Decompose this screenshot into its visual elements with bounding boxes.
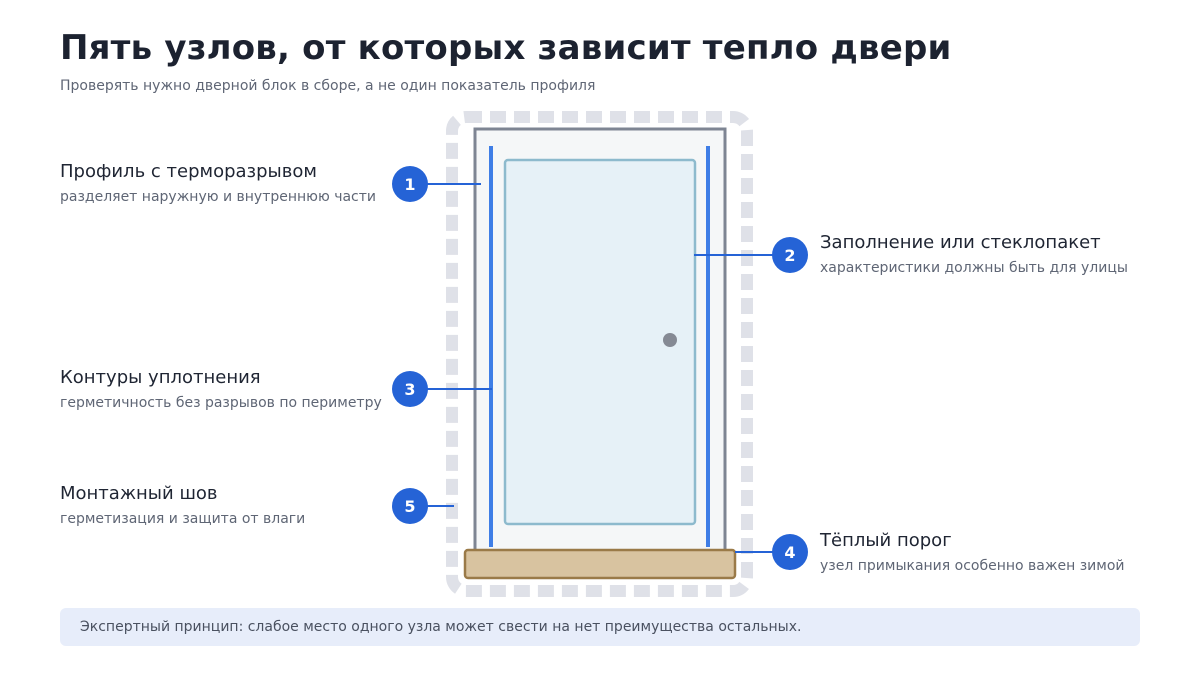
door-threshold (463, 548, 737, 580)
node-desc-4: узел примыкания особенно важен зимой (820, 558, 1125, 574)
node-title-3: Контуры уплотнения (60, 367, 261, 388)
svg-text:1: 1 (404, 175, 415, 194)
node-title-2: Заполнение или стеклопакет (820, 232, 1101, 253)
door-glass-panel (503, 158, 697, 526)
node-desc-1: разделяет наружную и внутреннюю части (60, 189, 377, 205)
marker-1: 1 (392, 166, 428, 202)
marker-2: 2 (772, 237, 808, 273)
node-label-3: Контуры уплотнения герметичность без раз… (60, 367, 382, 412)
node-label-1: Профиль с терморазрывом разделяет наружн… (60, 161, 376, 206)
node-title-5: Монтажный шов (60, 483, 218, 504)
mounting-seam-outline (446, 111, 753, 597)
svg-text:5: 5 (404, 497, 415, 516)
svg-text:3: 3 (404, 380, 415, 399)
node-title-1: Профиль с терморазрывом (60, 161, 317, 182)
node-desc-5: герметизация и защита от влаги (60, 511, 306, 527)
node-desc-3: герметичность без разрывов по периметру (60, 395, 382, 411)
node-title-4: Тёплый порог (820, 530, 952, 551)
marker-3: 3 (392, 371, 428, 407)
node-label-2: Заполнение или стеклопакет характеристик… (820, 232, 1128, 277)
marker-5: 5 (392, 488, 428, 524)
door-handle (663, 333, 677, 347)
node-desc-2: характеристики должны быть для улицы (820, 260, 1128, 276)
svg-text:4: 4 (784, 543, 795, 562)
svg-text:2: 2 (784, 246, 795, 265)
node-label-4: Тёплый порог узел примыкания особенно ва… (820, 530, 1124, 575)
page-subtitle: Проверять нужно дверной блок в сборе, а … (60, 78, 596, 94)
expert-principle-note: Экспертный принцип: слабое место одного … (60, 608, 1140, 646)
marker-4: 4 (772, 534, 808, 570)
node-label-5: Монтажный шов герметизация и защита от в… (60, 483, 305, 528)
page-title: Пять узлов, от которых зависит тепло две… (60, 28, 952, 68)
